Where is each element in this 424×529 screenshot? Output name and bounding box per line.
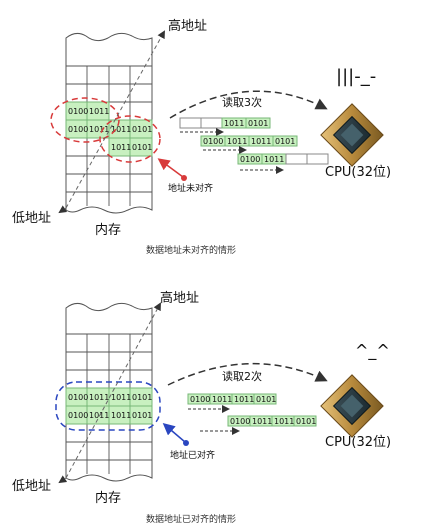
read-strip-2: 0100 1011 1011 0101: [200, 135, 298, 154]
memory-label: 内存: [95, 222, 121, 238]
caption-bottom: 数据地址已对齐的情形: [146, 513, 236, 525]
strip-value: 0101: [248, 119, 268, 128]
read-strip-1: 0100 1011 1011 0101: [187, 393, 277, 413]
caption-top: 数据地址未对齐的情形: [146, 244, 236, 256]
cell-value: 0100: [68, 107, 88, 116]
strip-value: 0101: [256, 395, 276, 404]
unaligned-highlight-right: [99, 115, 161, 163]
strip-value: 1011: [227, 137, 247, 146]
low-address-label: 低地址: [12, 479, 51, 494]
strip-value: 0100: [230, 417, 250, 426]
top-panel: 0100 1011 0100 1011 1011 0101 1011 0101 …: [12, 18, 391, 256]
read-count-label: 读取2次: [222, 369, 262, 383]
strip-value: 0100: [240, 155, 260, 164]
cell-value: 1011: [111, 143, 131, 152]
read-strip-3: 0100 1011: [237, 153, 329, 174]
strip-value: 0101: [275, 137, 295, 146]
read-arrow-top: [169, 90, 328, 119]
strip-value: 1011: [264, 155, 284, 164]
cpu-label: CPU(32位): [325, 165, 391, 180]
cell-value: 1011: [89, 393, 109, 402]
sad-face: |||-_-: [336, 66, 376, 87]
strip-value: 0101: [296, 417, 316, 426]
bottom-panel: 0100 1011 1011 0101 0100 1011 1011 0101 …: [12, 290, 391, 525]
read-arrow-bottom: [167, 362, 328, 386]
strip-value: 1011: [224, 119, 244, 128]
low-address-label: 低地址: [12, 211, 51, 226]
aligned-label: 地址已对齐: [170, 449, 215, 461]
cpu-chip-icon: [320, 374, 384, 438]
cell-value: 0101: [132, 411, 152, 420]
aligned-pointer: [162, 423, 186, 443]
unaligned-label: 地址未对齐: [168, 182, 213, 194]
cell-value: 0101: [132, 393, 152, 402]
strip-value: 0100: [203, 137, 223, 146]
strip-value: 1011: [212, 395, 232, 404]
aligned-highlight: [55, 381, 161, 431]
cell-value: 1011: [89, 107, 109, 116]
read-strip-1: 1011 0101: [179, 117, 271, 136]
address-axis-top: [65, 30, 165, 209]
strip-value: 1011: [252, 417, 272, 426]
cpu-label: CPU(32位): [325, 435, 391, 450]
unaligned-highlight-left: [50, 97, 120, 143]
cell-value: 0101: [132, 143, 152, 152]
happy-face: ^_^: [355, 341, 390, 361]
memory-cells-bottom: 0100 1011 1011 0101 0100 1011 1011 0101: [65, 387, 153, 425]
read-strip-2: 0100 1011 1011 0101: [200, 415, 317, 435]
cell-value: 0100: [68, 393, 88, 402]
strip-value: 1011: [274, 417, 294, 426]
cpu-chip-icon: [320, 103, 384, 167]
high-address-label: 高地址: [168, 18, 207, 34]
cell-value: 1011: [89, 411, 109, 420]
strip-value: 1011: [234, 395, 254, 404]
cell-value: 1011: [111, 411, 131, 420]
cell-value: 0101: [132, 125, 152, 134]
strip-value: 1011: [251, 137, 271, 146]
cell-value: 1011: [111, 393, 131, 402]
cell-value: 1011: [89, 125, 109, 134]
read-count-label: 读取3次: [222, 95, 262, 109]
strip-value: 0100: [190, 395, 210, 404]
memory-label: 内存: [95, 490, 121, 506]
cell-value: 1011: [111, 125, 131, 134]
memory-cells-top: 0100 1011 0100 1011 1011 0101 1011 0101: [65, 101, 153, 157]
unaligned-pointer: [157, 158, 184, 178]
cell-value: 0100: [68, 125, 88, 134]
cell-value: 0100: [68, 411, 88, 420]
high-address-label: 高地址: [160, 290, 199, 306]
address-axis-bottom: [65, 302, 161, 479]
